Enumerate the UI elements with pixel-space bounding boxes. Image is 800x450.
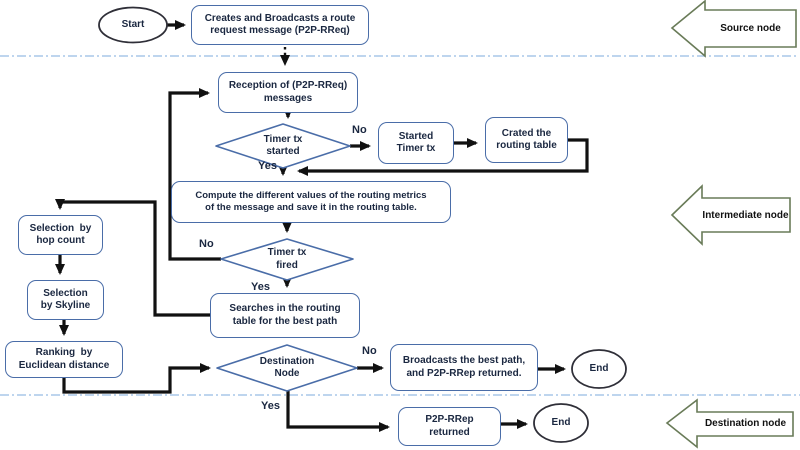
end-oval-rrep	[533, 403, 589, 443]
timer-fired-yes-label: Yes	[251, 281, 270, 293]
reception-box: Reception of (P2P-RReq) messages	[218, 72, 358, 113]
edge-timerfired-no-loop	[168, 88, 221, 261]
edge-ranking-to-destination	[62, 363, 211, 394]
edge-searches-to-selectionhop	[55, 199, 210, 317]
p2p-rrep-returned-box: P2P-RRep returned	[398, 407, 501, 446]
broadcasts-best-path-label: Broadcasts the best path, and P2P-RRep r…	[402, 355, 526, 379]
selection-hop-count-box: Selection by hop count	[18, 215, 103, 255]
created-routing-table-label: Crated the routing table	[496, 127, 557, 152]
source-node-lane-label: Source node	[720, 23, 781, 34]
intermediate-node-lane-label: Intermediate node	[702, 210, 789, 221]
started-timer-label: Started Timer tx	[396, 130, 436, 155]
created-routing-table-box: Crated the routing table	[485, 117, 568, 163]
edge-createdtable-return	[297, 138, 589, 176]
creates-broadcasts-label: Creates and Broadcasts a route request m…	[204, 12, 356, 37]
start-oval	[98, 6, 168, 44]
timer-started-no-label: No	[352, 124, 367, 136]
reception-label: Reception of (P2P-RReq) messages	[228, 80, 348, 104]
ranking-euclidean-label: Ranking by Euclidean distance	[18, 347, 110, 371]
ranking-euclidean-box: Ranking by Euclidean distance	[5, 341, 123, 378]
destination-node-lane-arrow	[665, 398, 794, 449]
creates-broadcasts-box: Creates and Broadcasts a route request m…	[191, 5, 369, 45]
destination-node-diamond	[216, 344, 358, 392]
p2p-rrep-returned-label: P2P-RRep returned	[425, 414, 474, 438]
end-oval-broadcast	[571, 349, 627, 389]
timer-tx-fired-diamond	[220, 238, 354, 281]
timer-started-yes-label: Yes	[258, 160, 277, 172]
timer-tx-started-diamond	[215, 123, 351, 169]
edge-destination-yes	[286, 391, 390, 432]
source-node-lane-arrow	[670, 0, 797, 58]
selection-skyline-box: Selection by Skyline	[27, 280, 104, 320]
timer-fired-no-label: No	[199, 238, 214, 250]
broadcasts-best-path-box: Broadcasts the best path, and P2P-RRep r…	[390, 344, 538, 391]
searches-routing-table-box: Searches in the routing table for the be…	[210, 293, 360, 338]
destination-yes-label: Yes	[261, 400, 280, 412]
started-timer-box: Started Timer tx	[378, 122, 454, 164]
compute-metrics-box: Compute the different values of the rout…	[171, 181, 451, 223]
compute-metrics-label: Compute the different values of the rout…	[195, 190, 427, 213]
destination-node-lane-label: Destination node	[704, 418, 787, 429]
destination-no-label: No	[362, 345, 377, 357]
selection-hop-count-label: Selection by hop count	[29, 222, 92, 247]
selection-skyline-label: Selection by Skyline	[40, 287, 91, 312]
intermediate-node-lane-arrow	[670, 184, 791, 246]
searches-routing-table-label: Searches in the routing table for the be…	[229, 303, 341, 327]
